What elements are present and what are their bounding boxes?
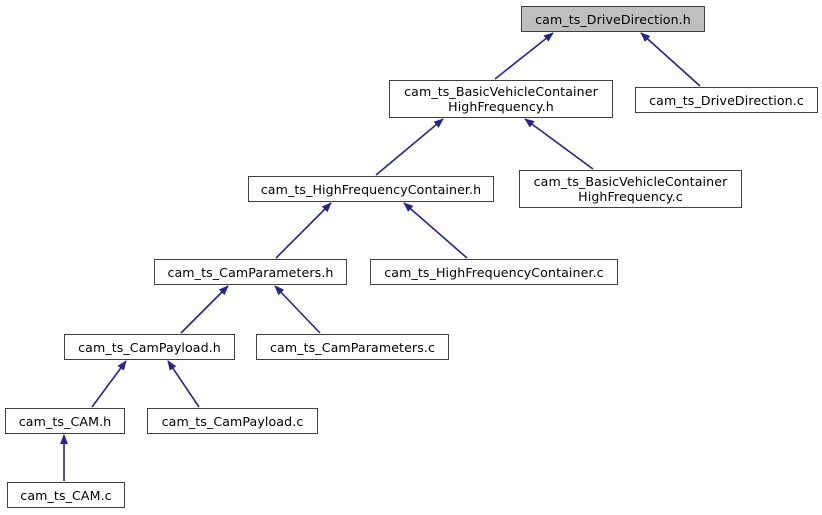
node-label-campayload_h: cam_ts_CamPayload.h	[78, 339, 221, 355]
node-bvchf_c[interactable]: cam_ts_BasicVehicleContainer HighFrequen…	[519, 170, 742, 208]
node-camparameters_h[interactable]: cam_ts_CamParameters.h	[154, 259, 347, 285]
node-hfc_h[interactable]: cam_ts_HighFrequencyContainer.h	[248, 176, 494, 202]
node-label-campayload_c: cam_ts_CamPayload.c	[161, 413, 304, 429]
edge-campayload_c-to-campayload_h	[167, 360, 200, 408]
edge-hfc_c-to-hfc_h	[403, 202, 468, 259]
node-label-hfc_c: cam_ts_HighFrequencyContainer.c	[384, 264, 604, 280]
node-label-camparameters_h: cam_ts_CamParameters.h	[167, 264, 334, 280]
edge-camparameters_c-to-camparameters_h	[274, 285, 321, 334]
edge-cam_h-to-campayload_h	[91, 360, 127, 408]
edge-bvchf_c-to-bvchf_h	[524, 118, 594, 170]
node-drivedirection_c[interactable]: cam_ts_DriveDirection.c	[635, 87, 818, 113]
node-label-cam_c: cam_ts_CAM.c	[20, 487, 112, 503]
node-label-drivedirection_c: cam_ts_DriveDirection.c	[649, 92, 804, 108]
node-cam_h[interactable]: cam_ts_CAM.h	[5, 408, 125, 434]
node-bvchf_h[interactable]: cam_ts_BasicVehicleContainer HighFrequen…	[389, 80, 613, 118]
node-label-camparameters_c: cam_ts_CamParameters.c	[270, 339, 435, 355]
node-label-drivedirection_h: cam_ts_DriveDirection.h	[535, 11, 691, 27]
node-campayload_c[interactable]: cam_ts_CamPayload.c	[147, 408, 318, 434]
node-drivedirection_h[interactable]: cam_ts_DriveDirection.h	[521, 6, 705, 32]
node-cam_c[interactable]: cam_ts_CAM.c	[7, 482, 125, 508]
node-label-cam_h: cam_ts_CAM.h	[18, 413, 112, 429]
node-campayload_h[interactable]: cam_ts_CamPayload.h	[64, 334, 235, 360]
edge-drivedirection_c-to-drivedirection_h	[640, 32, 701, 87]
node-camparameters_c[interactable]: cam_ts_CamParameters.c	[256, 334, 449, 360]
node-label-hfc_h: cam_ts_HighFrequencyContainer.h	[260, 181, 482, 197]
edge-campayload_h-to-camparameters_h	[180, 285, 229, 334]
node-label-bvchf_h: cam_ts_BasicVehicleContainer HighFrequen…	[404, 84, 598, 114]
node-label-bvchf_c: cam_ts_BasicVehicleContainer HighFrequen…	[533, 174, 728, 204]
edge-bvchf_h-to-drivedirection_h	[494, 32, 554, 80]
node-hfc_c[interactable]: cam_ts_HighFrequencyContainer.c	[370, 259, 618, 285]
edge-hfc_h-to-bvchf_h	[375, 118, 444, 176]
edge-camparameters_h-to-hfc_h	[275, 202, 332, 259]
